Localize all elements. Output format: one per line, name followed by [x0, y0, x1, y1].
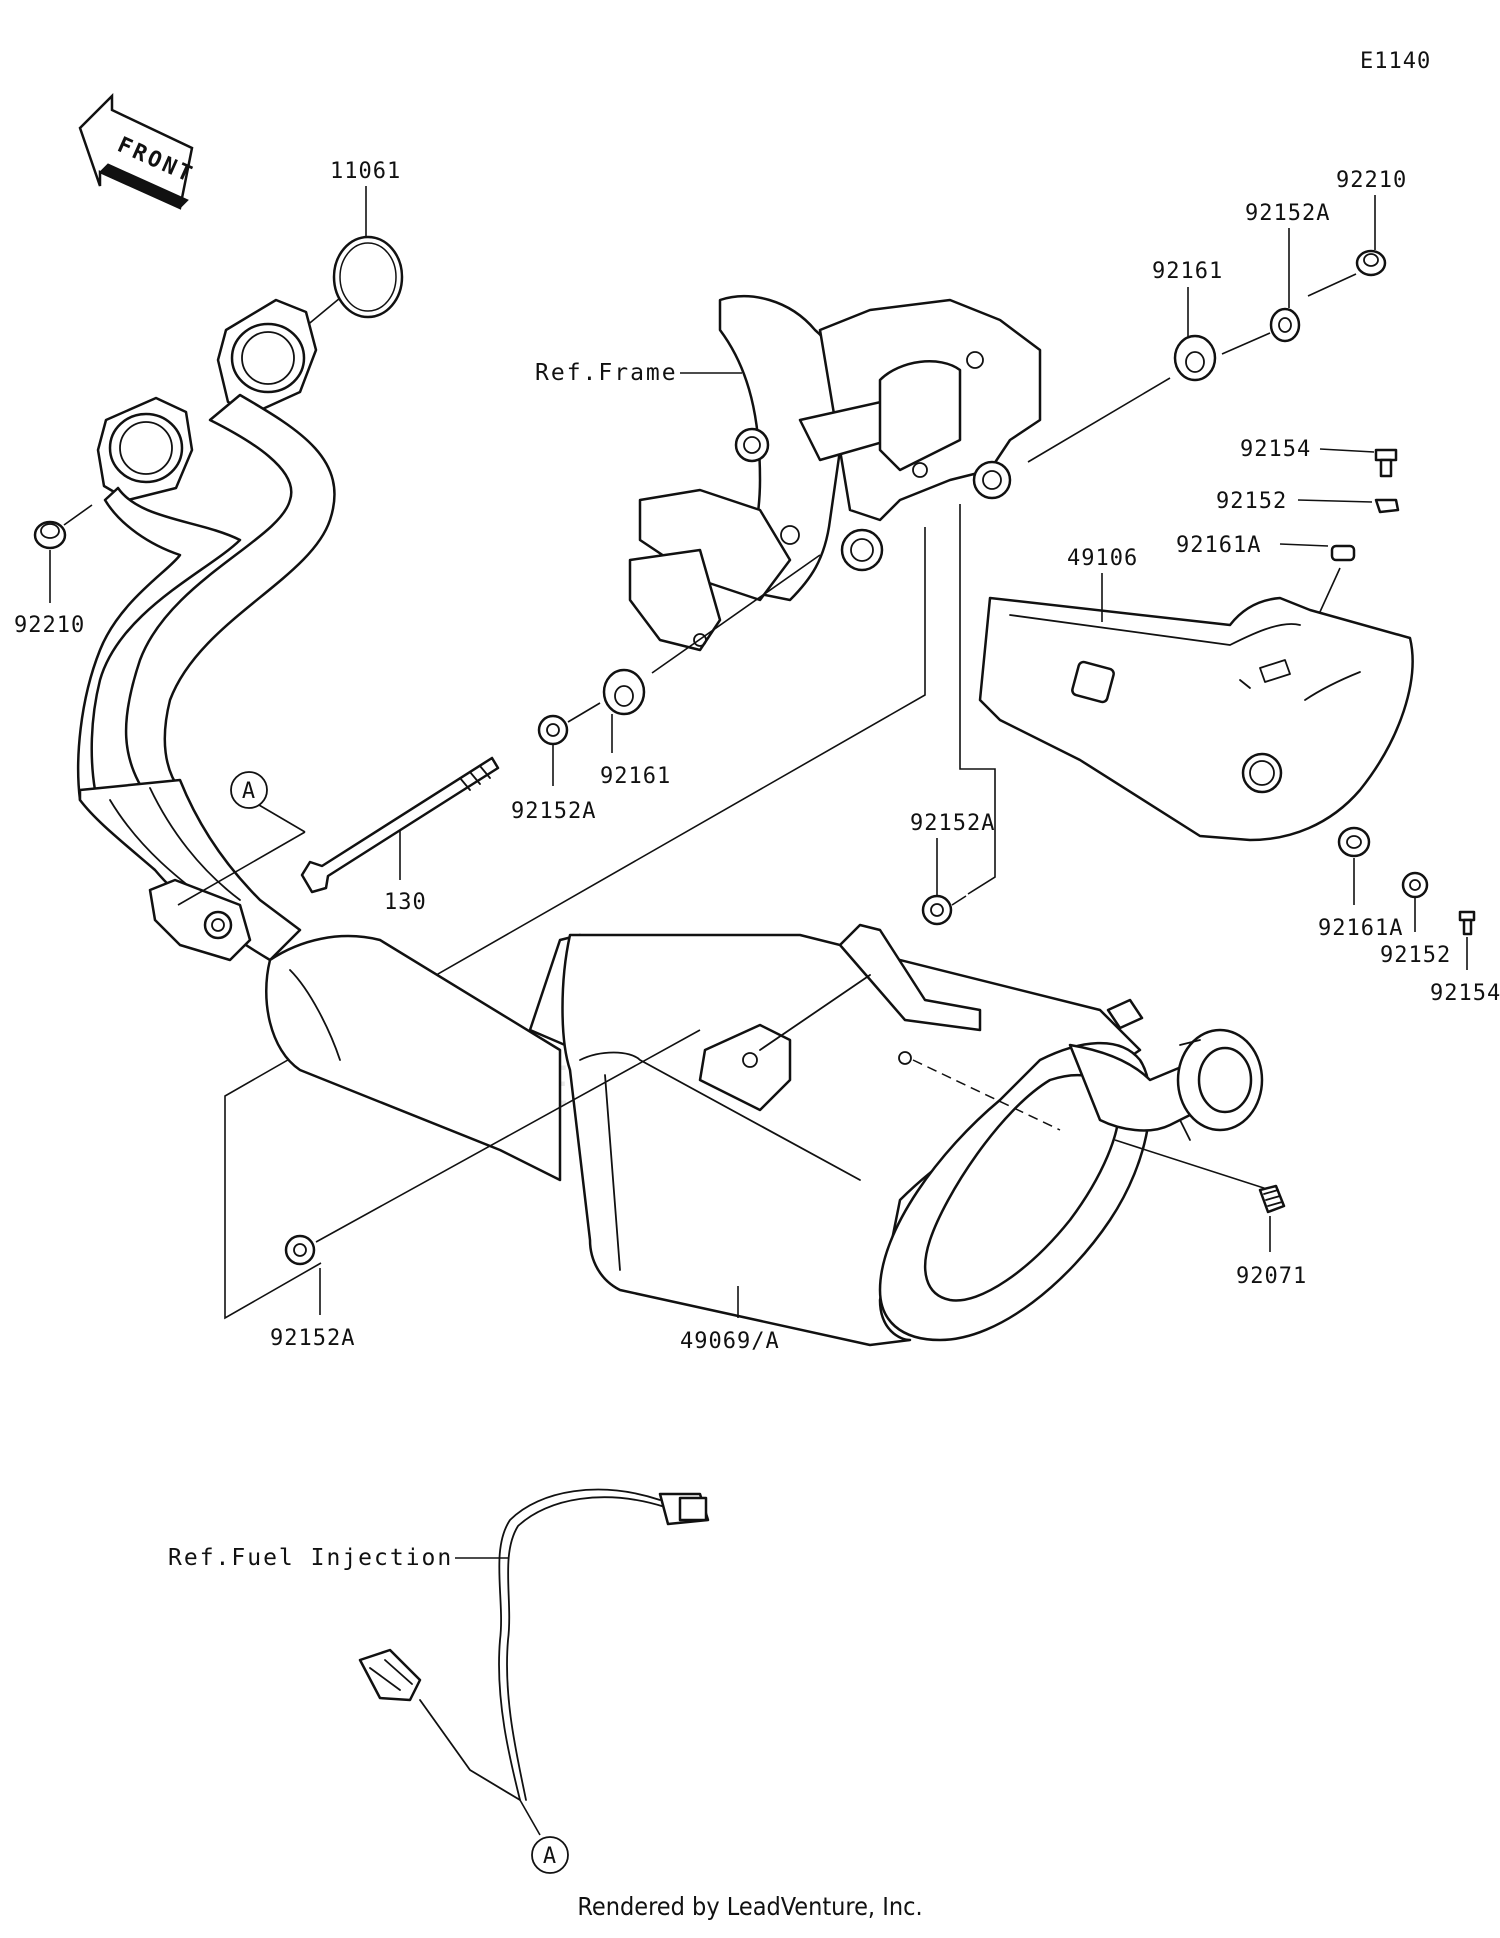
connector-marker-a: [230, 771, 268, 809]
label-92152-top: 92152: [1216, 489, 1287, 514]
gasket-11061: [332, 235, 404, 319]
grommet-92161-mid: [602, 668, 646, 716]
label-11061: 11061: [330, 159, 401, 184]
collar-92152-top: [1374, 498, 1400, 514]
connector-marker-a-bottom: [531, 1836, 569, 1874]
label-92161A-top: 92161A: [1176, 533, 1261, 558]
label-92161A-bottom: 92161A: [1318, 916, 1403, 941]
grommet-92161A-bottom: [1337, 826, 1371, 858]
diagram-code: E1140: [1360, 49, 1431, 74]
label-92152-bottom: 92152: [1380, 943, 1451, 968]
front-arrow-icon: FRONT: [78, 92, 198, 210]
collar-92152A-right: [921, 894, 953, 926]
clamp-pad-92071: [1258, 1184, 1286, 1214]
ref-frame-label: Ref.Frame: [535, 360, 678, 386]
grommet-92161-top: [1173, 334, 1217, 382]
screw-92154-top: [1374, 448, 1398, 478]
label-92154-bottom: 92154: [1430, 981, 1500, 1006]
label-92152A-top: 92152A: [1245, 201, 1330, 226]
grommet-92161A-top: [1330, 544, 1356, 562]
label-92152A-bottom: 92152A: [270, 1326, 355, 1351]
connector-marker-a-bottom-label: A: [543, 1844, 557, 1869]
label-92154-top: 92154: [1240, 437, 1311, 462]
collar-92152A-bottom: [284, 1234, 316, 1266]
label-92210-right: 92210: [1336, 168, 1407, 193]
label-49069A: 49069/A: [680, 1329, 780, 1354]
screw-92154-bottom: [1458, 910, 1476, 936]
bolt-130: [300, 756, 500, 894]
exhaust-header-pipe: [76, 298, 336, 962]
nut-92210-right: [1355, 249, 1387, 277]
label-92152A-right: 92152A: [910, 811, 995, 836]
connector-marker-a-label: A: [242, 779, 256, 804]
label-130: 130: [384, 890, 427, 915]
ref-fuel-injection-label: Ref.Fuel Injection: [168, 1545, 453, 1571]
footer-credit: Rendered by LeadVenture, Inc.: [577, 1892, 923, 1921]
label-49106: 49106: [1067, 546, 1138, 571]
nut-92210-left: [33, 520, 67, 550]
collar-92152-bottom: [1401, 871, 1429, 899]
collar-92152A-mid: [537, 714, 569, 746]
frame-reference: [628, 295, 1042, 652]
oxygen-sensor-harness: [358, 1488, 710, 1801]
label-92210-left: 92210: [14, 613, 85, 638]
collar-92152A-top: [1269, 307, 1301, 343]
label-92161-mid: 92161: [600, 764, 671, 789]
muffler-49069A: [265, 923, 1264, 1347]
label-92152A-mid: 92152A: [511, 799, 596, 824]
label-92161-top: 92161: [1152, 259, 1223, 284]
heat-guard-49106: [978, 596, 1414, 842]
label-92071: 92071: [1236, 1264, 1307, 1289]
